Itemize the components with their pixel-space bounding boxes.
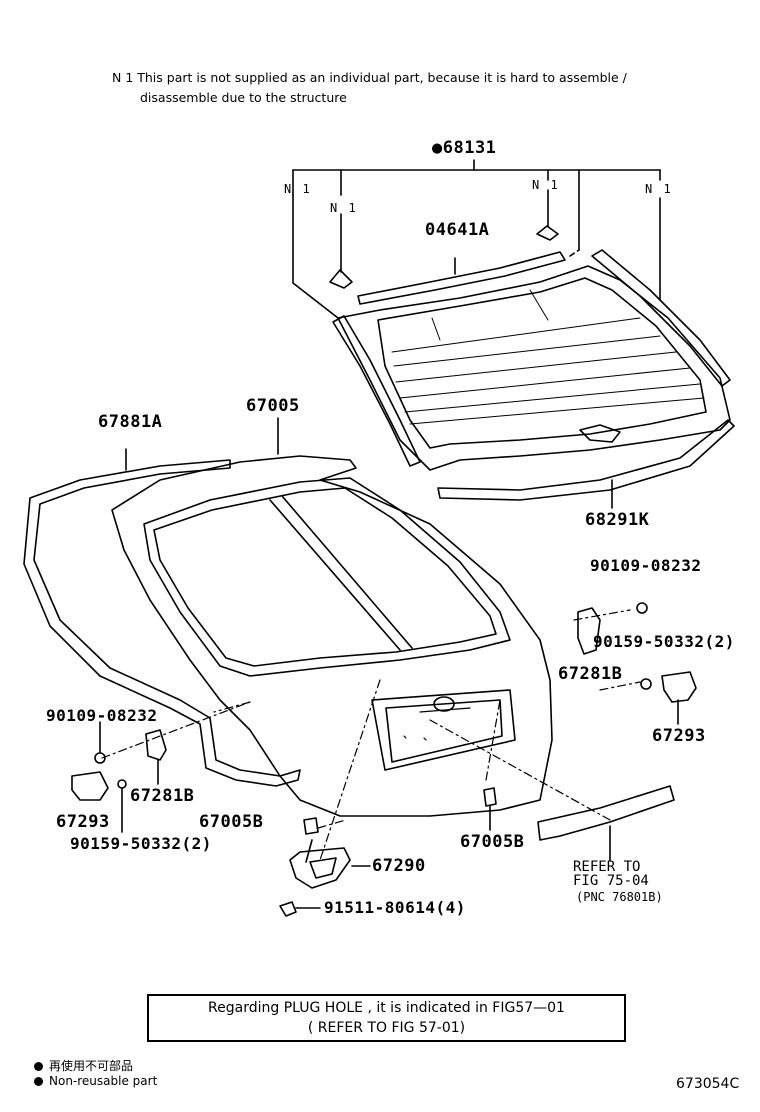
plug-box-line-2: ( REFER TO FIG 57-01) xyxy=(307,1020,466,1036)
clip-part-right xyxy=(536,225,559,241)
refer-to-pnc: (PNC 76801B) xyxy=(576,890,663,904)
side-molding-left xyxy=(332,315,421,467)
diagram-code: 673054C xyxy=(676,1076,740,1092)
stop-67005B-left xyxy=(303,817,319,835)
bolt-90159-left xyxy=(117,779,127,789)
label-n1-b: N 1 xyxy=(330,201,358,215)
label-90109-left: 90109-08232 xyxy=(46,706,158,725)
label-04641A: 04641A xyxy=(425,220,490,240)
label-90159-left: 90159-50332(2) xyxy=(70,834,212,853)
stopper-67293-left xyxy=(71,771,109,801)
label-n1-a: N 1 xyxy=(284,182,312,196)
label-90109-right: 90109-08232 xyxy=(590,556,702,575)
label-67005B-right: 67005B xyxy=(460,832,525,852)
garnish-76801B xyxy=(537,785,675,841)
label-n1-c: N 1 xyxy=(532,178,560,192)
label-n1-d: N 1 xyxy=(645,182,673,196)
callout-bracket-68131 xyxy=(292,159,661,319)
legend-item-japanese: 再使用不可部品 xyxy=(34,1057,133,1074)
label-67005B-left: 67005B xyxy=(199,812,264,832)
side-molding-right xyxy=(591,249,731,387)
bolt-90159-right xyxy=(640,678,652,690)
label-68291K: 68291K xyxy=(585,510,650,530)
rear-glass xyxy=(337,265,731,471)
label-67290: 67290 xyxy=(372,856,426,876)
label-67281B-left: 67281B xyxy=(130,786,195,806)
bolt-90109-right xyxy=(636,602,648,614)
label-67881A: 67881A xyxy=(98,412,163,432)
plug-box-line-1: Regarding PLUG HOLE , it is indicated in… xyxy=(208,1000,565,1016)
stopper-67293-right xyxy=(661,671,697,703)
label-90159-right: 90159-50332(2) xyxy=(593,632,735,651)
part-04641A-molding xyxy=(357,251,566,305)
legend-item-non-reusable: Non-reusable part xyxy=(34,1074,157,1088)
label-91511: 91511-80614(4) xyxy=(324,898,466,917)
clip-part-left xyxy=(329,269,353,289)
label-67281B-right: 67281B xyxy=(558,664,623,684)
part-67290-handle xyxy=(289,847,351,889)
hinge-67281B-right xyxy=(577,607,601,655)
label-68131: ●68131 xyxy=(432,138,497,158)
hinge-67281B-left xyxy=(145,729,167,761)
bolt-90109-left xyxy=(94,752,106,764)
part-68291K-molding xyxy=(437,419,735,501)
refer-to-line-1: REFER TO xyxy=(573,859,641,875)
filled-circle-icon xyxy=(34,1062,43,1071)
stop-67005B-right xyxy=(483,787,497,807)
screw-91511 xyxy=(279,901,297,917)
label-67293-right: 67293 xyxy=(652,726,706,746)
filled-circle-icon xyxy=(34,1077,43,1086)
note-line-1: N 1 This part is not supplied as an indi… xyxy=(112,70,627,85)
note-line-2: disassemble due to the structure xyxy=(140,90,347,105)
refer-to-line-2: FIG 75-04 xyxy=(573,873,649,889)
label-67293-left: 67293 xyxy=(56,812,110,832)
part-67005-back-door xyxy=(111,455,553,817)
plug-hole-reference-box: Regarding PLUG HOLE , it is indicated in… xyxy=(147,994,626,1042)
label-67005: 67005 xyxy=(246,396,300,416)
